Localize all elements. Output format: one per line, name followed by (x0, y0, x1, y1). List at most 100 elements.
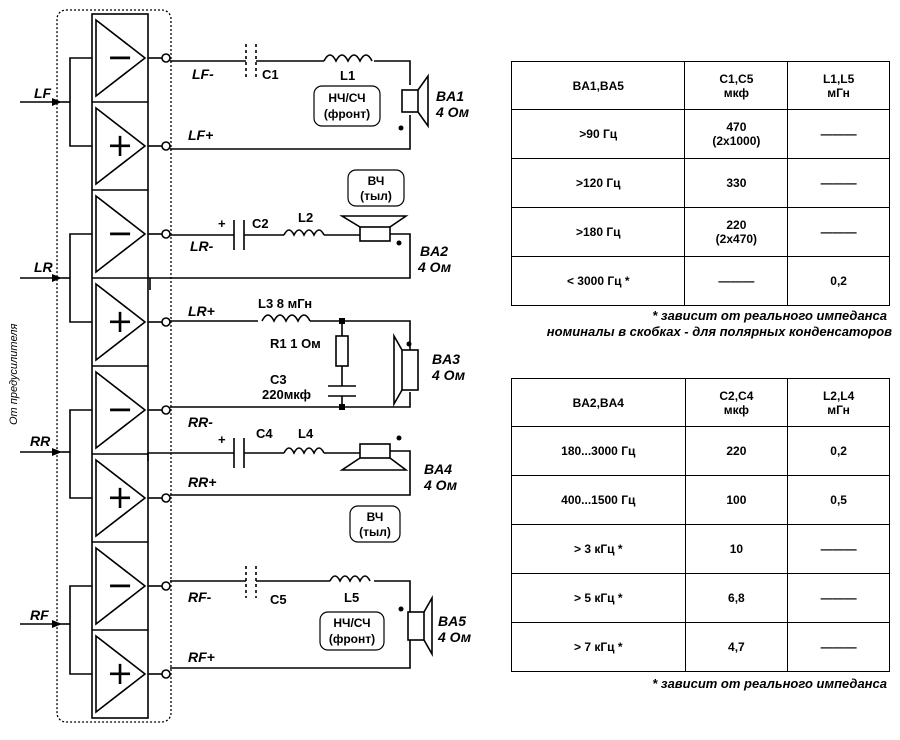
speaker-ba3 (401, 349, 419, 391)
table-cell: ——— (787, 158, 890, 208)
input-arrow-1 (20, 57, 92, 147)
table-row: > 3 кГц *10——— (511, 524, 890, 574)
table-cell: 220(2x470) (684, 207, 789, 257)
amp-sign: + (107, 126, 134, 164)
resistor-r1 (335, 335, 349, 367)
table-cell: ——— (787, 573, 890, 623)
table-cell: > 3 кГц * (511, 524, 686, 574)
table-cell: ——— (787, 524, 890, 574)
label-ba4-imp: 4 Ом (423, 477, 458, 493)
speaker-ba1 (401, 89, 419, 113)
output-terminal (161, 493, 171, 503)
table-cell: ——— (787, 207, 890, 257)
speaker-ba5 (407, 611, 425, 641)
inductor-l5 (329, 575, 371, 583)
output-terminal (161, 405, 171, 415)
table-row: < 3000 Гц *———0,2 (510, 256, 890, 306)
amp-block-3: − (92, 189, 171, 274)
table-cell: 180...3000 Гц (511, 426, 686, 476)
amp-sign: + (107, 654, 134, 692)
label-ba5-imp: 4 Ом (437, 629, 472, 645)
out-lf-plus: LF+ (188, 127, 213, 143)
output-terminal (161, 229, 171, 239)
label-l4: L4 (298, 426, 314, 441)
table1-note-polar: номиналы в скобках - для полярных конден… (546, 324, 892, 339)
table-cell: > 5 кГц * (511, 573, 686, 623)
amp-block-2: + (92, 101, 171, 186)
table-cell: 400...1500 Гц (511, 475, 686, 525)
input-arrow-4 (20, 585, 92, 675)
label-c3: C3 (270, 372, 287, 387)
label-c2-plus: + (218, 216, 226, 231)
table-cell: > 7 кГц * (511, 622, 686, 672)
capacitor-c5 (245, 566, 257, 598)
tag-front-2-line2: (фронт) (329, 632, 375, 646)
table-cell: 0,5 (787, 475, 890, 525)
label-c4: C4 (256, 426, 273, 441)
inductor-l3 (261, 314, 311, 323)
label-ba1: BA1 (436, 88, 464, 104)
table-cell: ——— (787, 622, 890, 672)
input-lf: LF (34, 85, 52, 101)
amp-block-8: + (92, 629, 171, 714)
amp-sign: − (107, 566, 134, 604)
amp-sign: + (107, 302, 134, 340)
amp-block-4: + (92, 277, 171, 362)
tag-rear-2-line2: (тыл) (359, 525, 391, 539)
table-cell: 10 (684, 524, 789, 574)
input-lr: LR (34, 259, 54, 275)
out-lr-minus: LR- (190, 238, 214, 254)
table-cell: 0,2 (787, 256, 890, 306)
amp-sign: − (107, 38, 134, 76)
table-header-cell: BA2,BA4 (511, 378, 686, 427)
amp-block-5: − (92, 365, 171, 450)
tag-front-2-line1: НЧ/СЧ (333, 616, 370, 630)
table-row: > 7 кГц *4,7——— (511, 622, 890, 672)
table1-note-impedance: * зависит от реального импеданса (652, 308, 887, 323)
input-arrow-3 (20, 409, 92, 499)
table-cell: >90 Гц (510, 109, 686, 159)
out-rr-minus: RR- (188, 414, 213, 430)
ba4-circuit (147, 435, 411, 543)
speaker-ba2 (359, 226, 391, 242)
input-arrow-2 (20, 233, 92, 323)
ba2-circuit (148, 169, 411, 322)
ba3-circuit (170, 314, 419, 410)
tag-front-2 (319, 611, 385, 651)
amp-sign: + (107, 478, 134, 516)
label-l2: L2 (298, 210, 313, 225)
capacitor-c1 (245, 44, 257, 78)
input-rr: RR (30, 433, 51, 449)
label-c2: C2 (252, 216, 269, 231)
tag-front-1 (313, 85, 381, 127)
preamp-label: От предусилителя (8, 324, 20, 425)
tag-front-1-line2: (фронт) (324, 107, 370, 121)
table-cell: 330 (684, 158, 789, 208)
table-cell: >180 Гц (510, 207, 686, 257)
ba1-circuit (170, 44, 429, 150)
table-cell: 100 (684, 475, 789, 525)
table-cell: 0,2 (787, 426, 890, 476)
label-ba4: BA4 (424, 461, 452, 477)
amp-sign: − (107, 390, 134, 428)
table-cell: < 3000 Гц * (510, 256, 686, 306)
label-l3: L3 8 мГн (258, 296, 312, 311)
label-ba2: BA2 (420, 243, 448, 259)
out-rf-plus: RF+ (188, 649, 215, 665)
capacitor-c2 (233, 220, 245, 250)
inductor-l1 (323, 54, 373, 63)
label-c1: C1 (262, 67, 279, 82)
speaker-ba4 (359, 443, 391, 459)
ba5-circuit (170, 566, 433, 669)
label-c3-value: 220мкф (262, 387, 311, 402)
table2-note-impedance: * зависит от реального импеданса (652, 676, 887, 691)
output-terminal (161, 53, 171, 63)
